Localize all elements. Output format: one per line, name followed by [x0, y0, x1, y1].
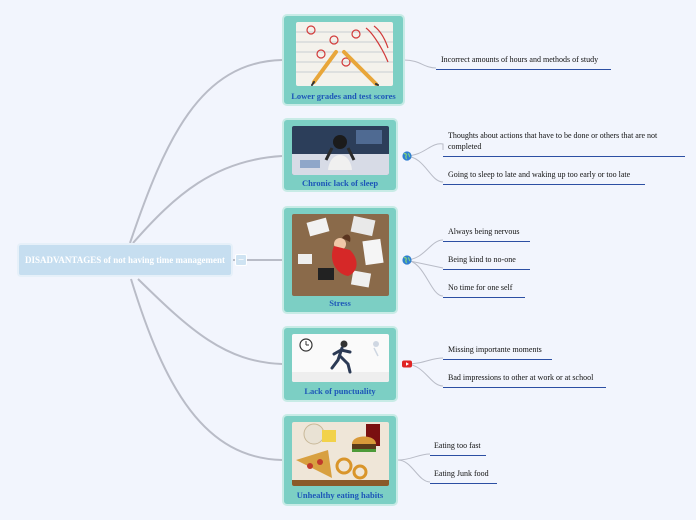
topic-lower-grades[interactable]: Lower grades and test scores — [282, 14, 405, 106]
collapse-toggle-icon[interactable]: − — [235, 254, 247, 266]
subtopic-item[interactable]: Being kind to no-one — [443, 254, 530, 270]
stress-image — [292, 214, 389, 296]
subtopic-item[interactable]: Going to sleep to late and waking up too… — [443, 169, 645, 185]
globe-icon[interactable] — [402, 151, 412, 161]
subtopic-item[interactable]: Incorrect amounts of hours and methods o… — [436, 54, 611, 70]
subtopic-item[interactable]: Always being nervous — [443, 226, 530, 242]
youtube-icon[interactable] — [402, 359, 412, 369]
topic-label: Lower grades and test scores — [284, 91, 403, 101]
globe-icon[interactable] — [402, 255, 412, 265]
sleep-image — [292, 126, 389, 175]
topic-label: Lack of punctuality — [284, 386, 396, 396]
subtopic-item[interactable]: Bad impressions to other at work or at s… — [443, 372, 606, 388]
junk-food-image — [292, 422, 389, 486]
topic-lack-of-punctuality[interactable]: Lack of punctuality — [282, 326, 398, 402]
subtopic-item[interactable]: Eating too fast — [430, 440, 486, 456]
subtopic-item[interactable]: No time for one self — [443, 282, 525, 298]
grades-image — [296, 22, 393, 86]
punctuality-image — [292, 334, 389, 382]
topic-stress[interactable]: Stress — [282, 206, 398, 314]
root-topic[interactable]: DISADVANTAGES of not having time managem… — [17, 243, 233, 277]
topic-label: Stress — [284, 298, 396, 308]
subtopic-item[interactable]: Missing importante moments — [443, 344, 552, 360]
root-topic-label: DISADVANTAGES of not having time managem… — [25, 255, 225, 265]
subtopic-item[interactable]: Eating Junk food — [430, 468, 497, 484]
topic-chronic-lack-of-sleep[interactable]: Chronic lack of sleep — [282, 118, 398, 192]
topic-label: Unhealthy eating habits — [284, 490, 396, 500]
subtopic-item[interactable]: Thoughts about actions that have to be d… — [443, 130, 685, 157]
topic-label: Chronic lack of sleep — [284, 178, 396, 188]
topic-unhealthy-eating-habits[interactable]: Unhealthy eating habits — [282, 414, 398, 506]
